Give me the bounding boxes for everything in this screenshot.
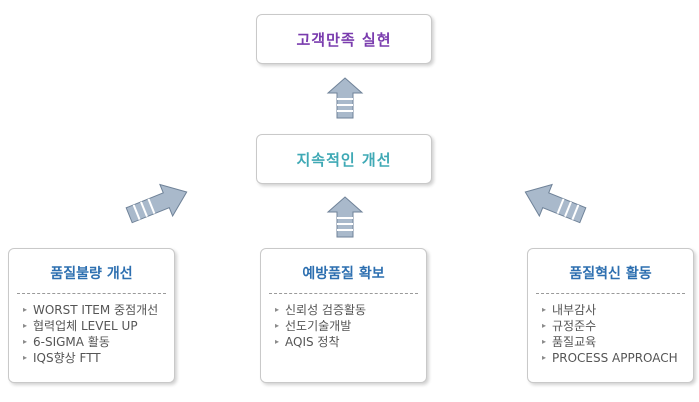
card-list: WORST ITEM 중점개선 협력업체 LEVEL UP 6-SIGMA 활동…	[23, 302, 174, 366]
improvement-box: 지속적인 개선	[256, 134, 432, 184]
list-item: 내부감사	[542, 302, 693, 318]
list-item: 선도기술개발	[275, 318, 426, 334]
improvement-label: 지속적인 개선	[296, 150, 392, 169]
goal-label: 고객만족 실현	[296, 30, 392, 49]
list-item: 품질교육	[542, 334, 693, 350]
card-quality-defect: 품질불량 개선 WORST ITEM 중점개선 협력업체 LEVEL UP 6-…	[8, 248, 175, 383]
list-item: WORST ITEM 중점개선	[23, 302, 174, 318]
goal-box: 고객만족 실현	[256, 14, 432, 64]
diagonal-arrow-right	[524, 183, 587, 224]
card-preventive-quality: 예방품질 확보 신뢰성 검증활동 선도기술개발 AQIS 정착	[260, 248, 427, 383]
card-title: 예방품질 확보	[269, 263, 418, 294]
list-item: 협력업체 LEVEL UP	[23, 318, 174, 334]
card-quality-innovation: 품질혁신 활동 내부감사 규정준수 품질교육 PROCESS APPROACH	[527, 248, 694, 383]
card-list: 신뢰성 검증활동 선도기술개발 AQIS 정착	[275, 302, 426, 350]
card-list: 내부감사 규정준수 품질교육 PROCESS APPROACH	[542, 302, 693, 366]
list-item: IQS향상 FTT	[23, 350, 174, 366]
diagonal-arrow-left	[125, 183, 188, 224]
list-item: 신뢰성 검증활동	[275, 302, 426, 318]
card-title: 품질불량 개선	[17, 263, 166, 294]
up-arrow-center	[326, 196, 364, 238]
list-item: PROCESS APPROACH	[542, 350, 693, 366]
card-title: 품질혁신 활동	[536, 263, 685, 294]
list-item: 규정준수	[542, 318, 693, 334]
list-item: 6-SIGMA 활동	[23, 334, 174, 350]
list-item: AQIS 정착	[275, 334, 426, 350]
up-arrow-top	[326, 77, 364, 119]
